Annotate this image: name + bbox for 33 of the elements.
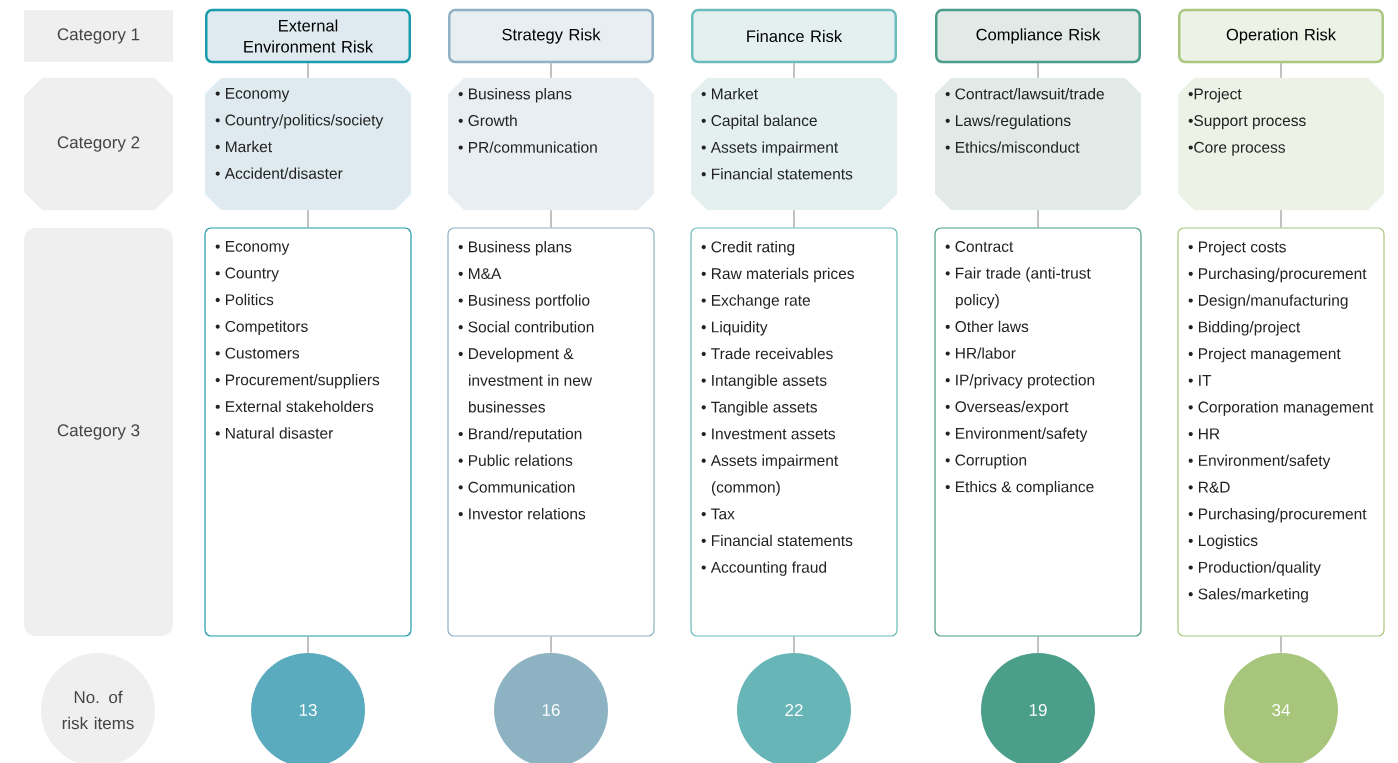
connector-line (550, 209, 552, 228)
connector-line (1280, 62, 1282, 79)
connector-line (1280, 209, 1282, 228)
category-heading-box: Strategy Risk (448, 8, 654, 64)
category-box: • Credit rating • Raw materials prices • Exchange rate • Liquidity • Trade receivables • Intangible assets • Tangible assets • Investment assets • Assets impairment (common) • Tax • Financial statements • Accounting fraud (690, 227, 898, 637)
connector-line (1037, 209, 1039, 228)
connector-line (1037, 636, 1039, 654)
connector-line (307, 209, 309, 228)
category-box: •Project •Support process •Core process (1178, 78, 1384, 210)
category-box: • Contract/lawsuit/trade • Laws/regulations • Ethics/misconduct (935, 78, 1141, 210)
connector-line (793, 209, 795, 228)
category-box: • Contract • Fair trade (anti-trust policy) • Other laws • HR/labor • IP/privacy protection • Overseas/export • Environment/safety • Corruption • Ethics & compliance (934, 227, 1142, 637)
category-box: • Economy • Country/politics/society • Market • Accident/disaster (205, 78, 411, 210)
category-box: • Economy • Country • Politics • Competitors • Customers • Procurement/suppliers • External stakeholders • Natural disaster (204, 227, 412, 637)
connector-line (550, 636, 552, 654)
connector-line (550, 62, 552, 79)
row-header-box: Category 2 (24, 78, 173, 210)
category-box: • Project costs • Purchasing/procurement • Design/manufacturing • Bidding/project • Project management • IT • Corporation management • HR • Environment/safety • R&D • Purchasing/procurement • Logistics • Production/quality • Sales/marketing (1177, 227, 1385, 637)
category-heading-box: Finance Risk (691, 8, 897, 64)
connector-line (307, 62, 309, 79)
connector-line (1280, 636, 1282, 654)
connector-line (307, 636, 309, 654)
connector-line (1037, 62, 1039, 79)
category-heading-box: Compliance Risk (935, 8, 1141, 64)
category-box: • Business plans • Growth • PR/communication (448, 78, 654, 210)
category-box: • Business plans • M&A • Business portfolio • Social contribution • Development & investment in new businesses • Brand/reputation • Public relations • Communication • Investor relations (447, 227, 655, 637)
row-header-box: Category 3 (24, 228, 173, 636)
category-heading-box: External Environment Risk (205, 8, 411, 64)
row-header-box: Category 1 (24, 10, 173, 62)
connector-line (793, 62, 795, 79)
category-heading-box: Operation Risk (1178, 8, 1384, 64)
connector-line (793, 636, 795, 654)
category-box: • Market • Capital balance • Assets impairment • Financial statements (691, 78, 897, 210)
